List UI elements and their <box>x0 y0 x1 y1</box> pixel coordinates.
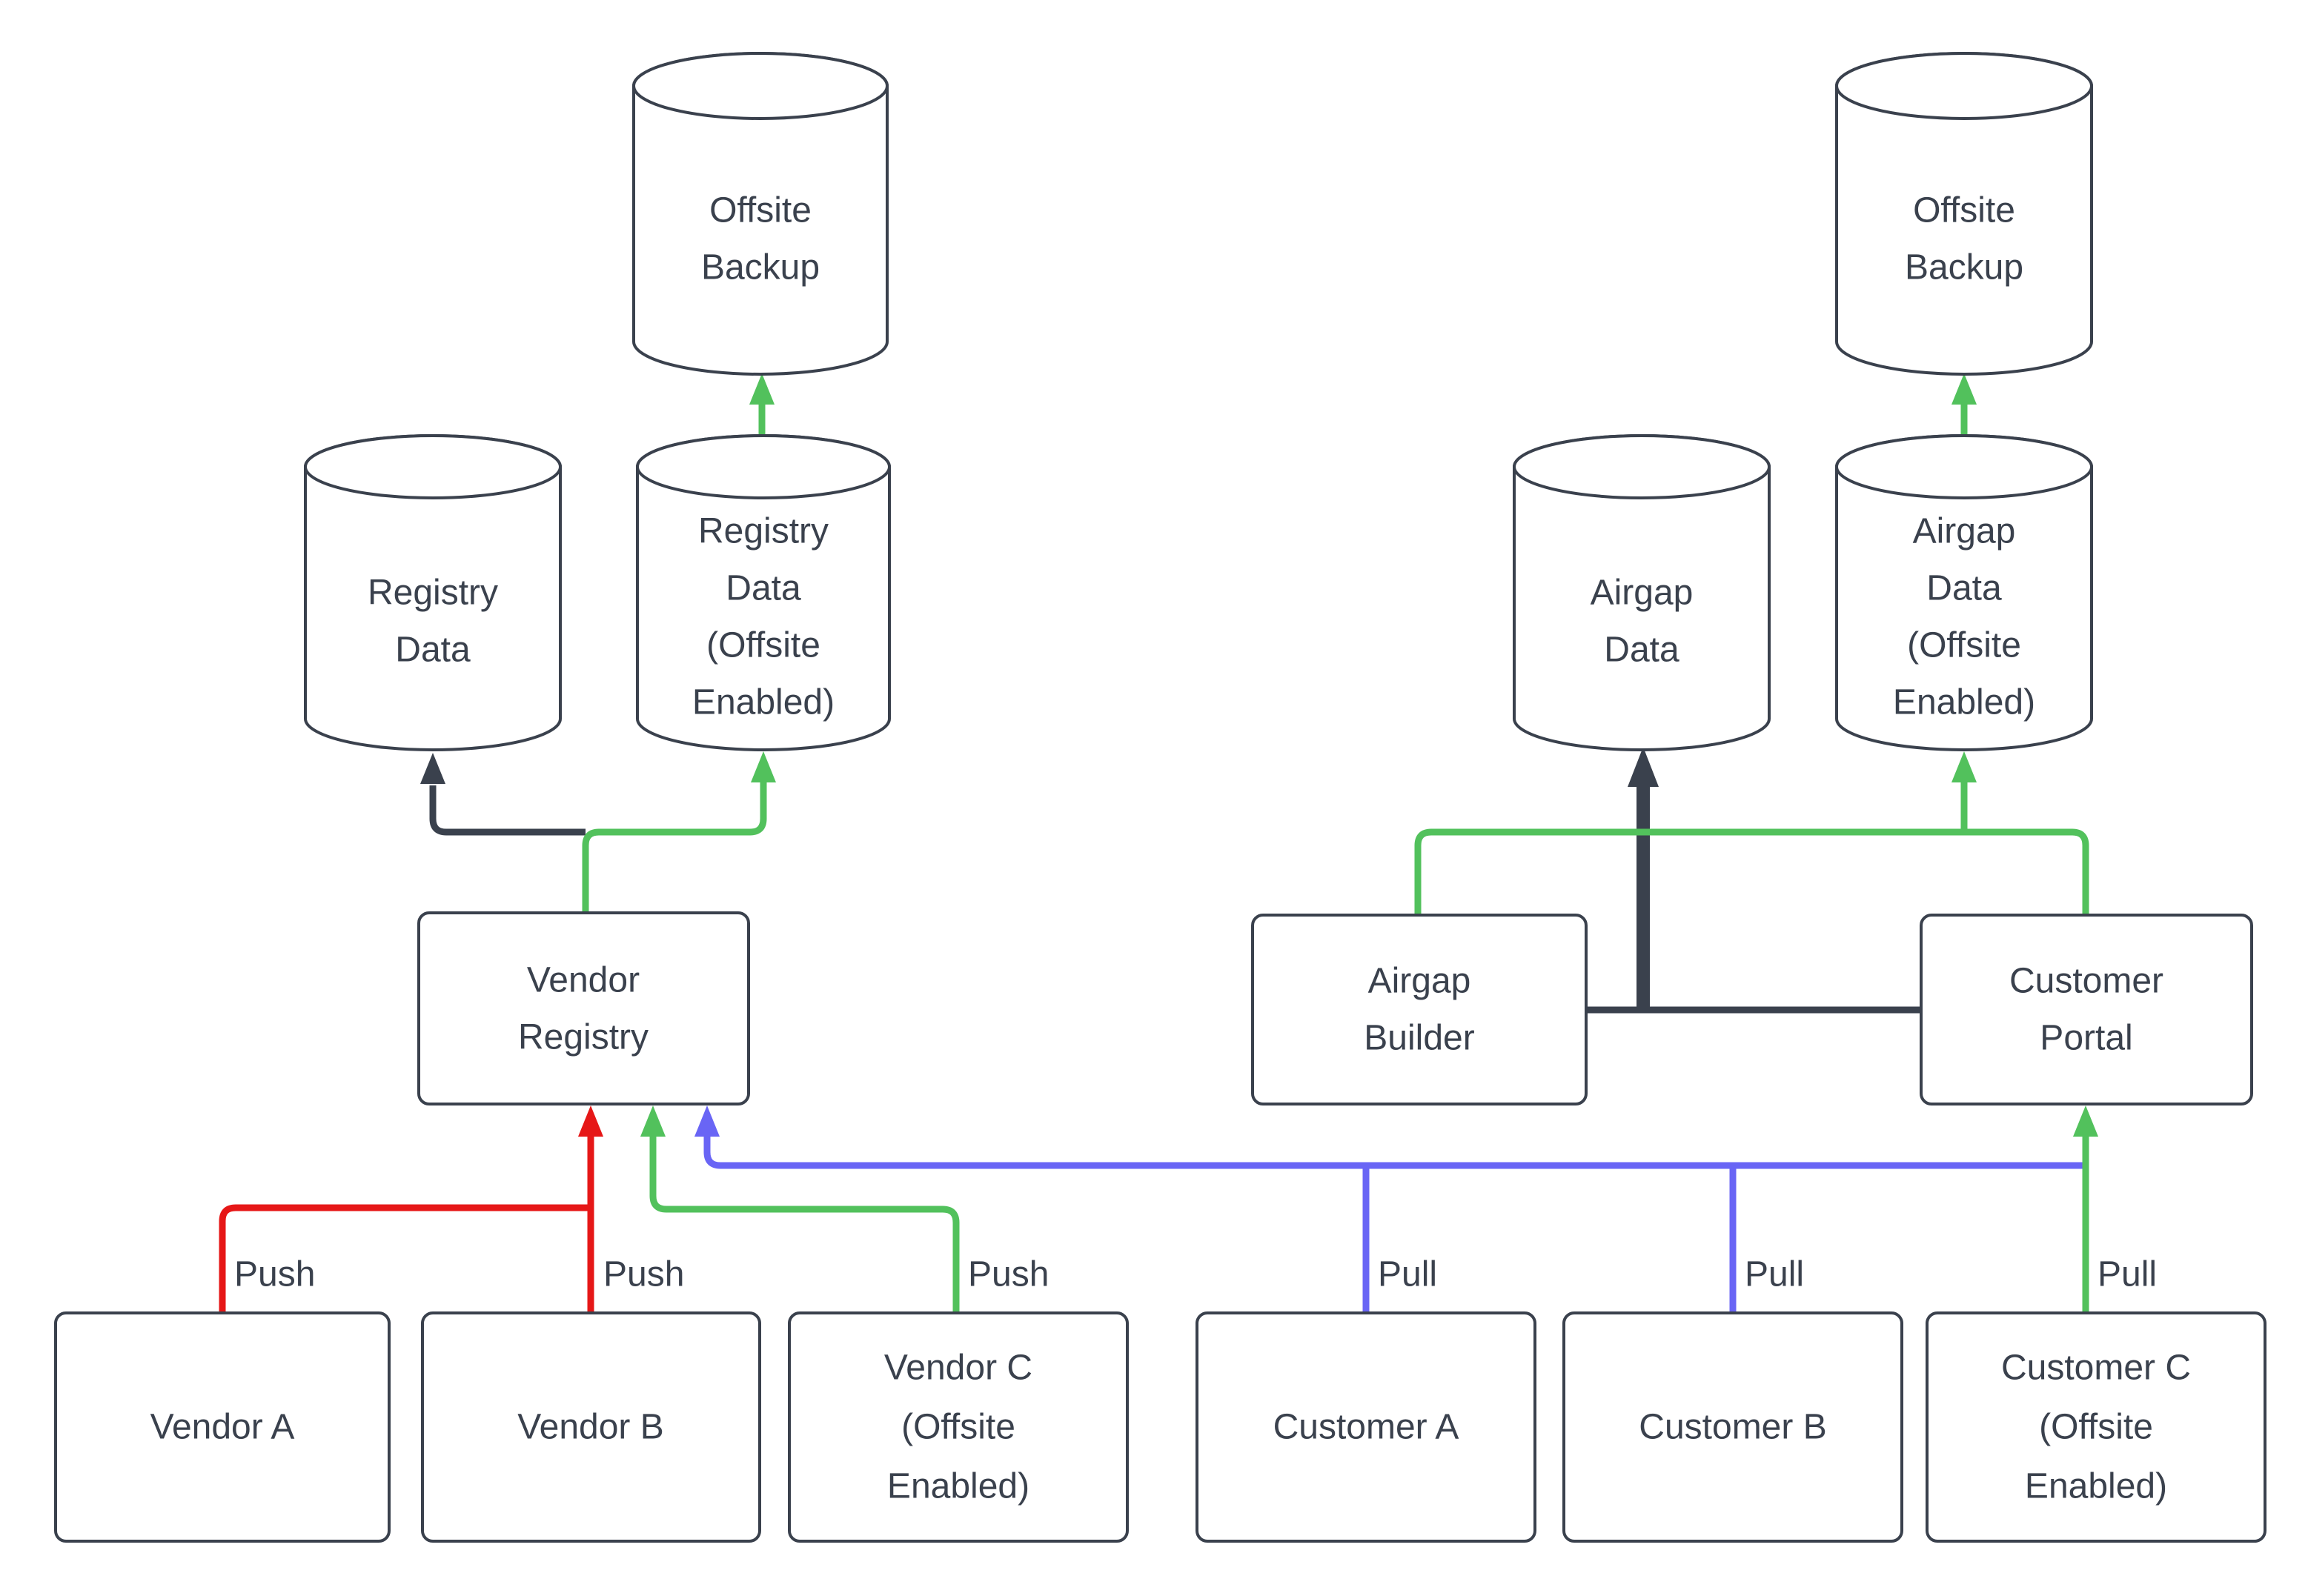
node-label: Data <box>1604 631 1679 670</box>
arrowhead-blue-into-vendor-registry <box>694 1105 720 1137</box>
node-label: (Offsite <box>901 1408 1015 1447</box>
node-label: Registry <box>518 1018 649 1057</box>
node-label: Backup <box>1905 248 2023 287</box>
node-label: Enabled) <box>692 683 835 722</box>
node-label: Enabled) <box>1893 683 2035 722</box>
node-label: (Offsite <box>1907 626 2021 665</box>
node-label: Vendor B <box>517 1408 663 1447</box>
node-label: Customer <box>2009 962 2163 1001</box>
edge-label-push-vendor-a: Push <box>234 1255 315 1294</box>
edges-dark <box>429 785 1921 1014</box>
node-label: Airgap <box>1368 962 1471 1001</box>
node-box <box>54 1311 391 1543</box>
node-offsite-backup-right: Offsite Backup <box>1835 52 2093 376</box>
node-vendor-b: Vendor B <box>421 1311 761 1543</box>
node-label: Enabled) <box>2025 1467 2167 1506</box>
node-label: Vendor <box>527 961 640 1000</box>
node-offsite-backup-left: Offsite Backup <box>632 52 889 376</box>
node-customer-b: Customer B <box>1562 1311 1903 1543</box>
edge-vendor-registry-to-registry-data <box>429 785 586 836</box>
node-airgap-builder: Airgap Builder <box>1251 914 1588 1105</box>
edge-label-push-vendor-b: Push <box>603 1255 684 1294</box>
node-box <box>1920 914 2253 1105</box>
arrowhead-green-into-offsite-backup-right <box>1951 373 1977 405</box>
node-box <box>1562 1311 1903 1543</box>
node-customer-c: Customer C (Offsite Enabled) <box>1926 1311 2266 1543</box>
cylinder-top <box>636 434 891 499</box>
node-label: Builder <box>1364 1019 1474 1058</box>
node-label: Backup <box>701 248 820 287</box>
edge-vendor-a-to-vendor-registry <box>219 1204 591 1313</box>
arrowhead-dark-into-airgap-data <box>1628 747 1659 787</box>
node-label: Offsite <box>1913 191 2015 230</box>
edge-airgap-builder-up <box>1414 828 1964 915</box>
edge-label-push-vendor-c: Push <box>968 1255 1049 1294</box>
edge-label-pull-customer-b: Pull <box>1745 1255 1804 1294</box>
edge-label-pull-customer-a: Pull <box>1378 1255 1437 1294</box>
arrowhead-green-into-customer-portal <box>2073 1105 2098 1137</box>
edge-vendor-registry-to-registry-data-offsite <box>582 782 767 913</box>
node-label: (Offsite <box>2039 1408 2153 1447</box>
edges-green <box>582 405 2089 1313</box>
arrowhead-green-into-airgap-data-offsite <box>1951 751 1977 782</box>
node-customer-portal: Customer Portal <box>1920 914 2253 1105</box>
node-label: (Offsite <box>706 626 820 665</box>
node-label: Data <box>726 569 801 608</box>
cylinder-top <box>304 434 562 499</box>
node-label: Enabled) <box>887 1467 1029 1506</box>
node-label: Customer A <box>1273 1408 1459 1447</box>
node-label: Vendor C <box>884 1349 1032 1388</box>
arrowhead-dark-into-registry-data <box>420 753 445 784</box>
node-vendor-c: Vendor C (Offsite Enabled) <box>788 1311 1129 1543</box>
node-label: Offsite <box>709 191 812 230</box>
node-label: Data <box>1926 569 2002 608</box>
arrowhead-green-into-offsite-backup-left <box>749 373 775 405</box>
cylinder-top <box>1835 434 2093 499</box>
node-vendor-a: Vendor A <box>54 1311 391 1543</box>
cylinder-top <box>1835 52 2093 120</box>
edge-vendor-c-to-vendor-registry <box>649 1137 960 1313</box>
node-airgap-data: Airgap Data <box>1513 434 1771 751</box>
node-label: Registry <box>368 573 498 613</box>
cylinder-top <box>1513 434 1771 499</box>
node-label: Airgap <box>1591 573 1694 613</box>
node-label: Registry <box>698 512 829 551</box>
node-registry-data: Registry Data <box>304 434 562 751</box>
arrowhead-green-into-registry-data-offsite <box>751 751 776 782</box>
node-box <box>788 1311 1129 1543</box>
arrowheads <box>420 373 2098 1137</box>
node-box <box>417 911 750 1105</box>
node-label: Customer C <box>2001 1349 2191 1388</box>
arrowhead-red-into-vendor-registry <box>578 1105 603 1137</box>
node-registry-data-offsite: Registry Data (Offsite Enabled) <box>636 434 891 751</box>
edge-customer-portal-up <box>1964 828 2089 915</box>
edges-blue <box>703 1137 2086 1313</box>
edge-label-pull-customer-c: Pull <box>2098 1255 2157 1294</box>
arrowhead-green-into-vendor-registry <box>640 1105 666 1137</box>
node-label: Airgap <box>1913 512 2016 551</box>
node-label: Customer B <box>1639 1408 1826 1447</box>
node-box <box>1251 914 1588 1105</box>
node-box <box>421 1311 761 1543</box>
node-box <box>1196 1311 1536 1543</box>
cylinder-top <box>632 52 889 120</box>
edge-pull-main <box>703 1137 2086 1169</box>
edge-labels: Push Push Push Pull Pull Pull <box>234 1255 2157 1294</box>
node-customer-a: Customer A <box>1196 1311 1536 1543</box>
node-label: Vendor A <box>150 1408 295 1447</box>
node-label: Portal <box>2040 1019 2132 1058</box>
node-box <box>1926 1311 2266 1543</box>
node-airgap-data-offsite: Airgap Data (Offsite Enabled) <box>1835 434 2093 751</box>
edges-red <box>219 1137 594 1313</box>
node-label: Data <box>395 631 471 670</box>
node-vendor-registry: Vendor Registry <box>417 911 750 1105</box>
